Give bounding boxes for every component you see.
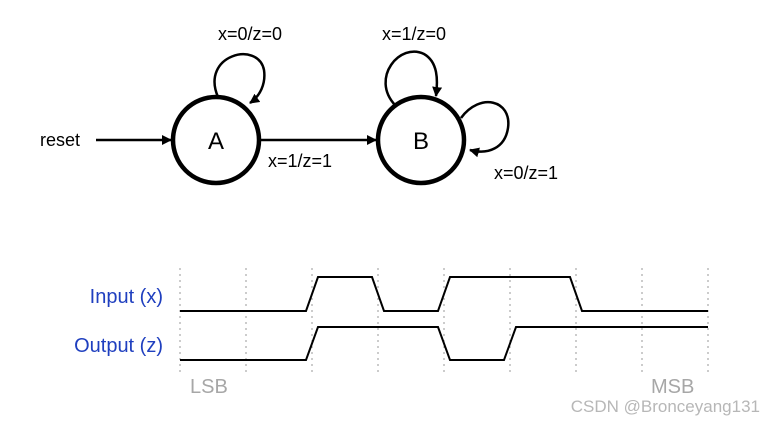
watermark: CSDN @Bronceyang131: [571, 397, 760, 416]
signal-label-input: Input (x): [90, 286, 163, 308]
transition-a-to-b-label: x=1/z=1: [268, 151, 332, 171]
transition-b-self-loop-top: [384, 50, 443, 106]
signal-label-output: Output (z): [74, 335, 163, 357]
state-b-circle: [375, 94, 467, 186]
waveforms: [180, 276, 708, 361]
transition-b-self-loop-right: [459, 100, 510, 158]
timing-diagram: Input (x) Output (z) LSB MSB: [74, 268, 709, 398]
state-b-label: B: [413, 128, 429, 155]
timing-grid: [179, 268, 709, 372]
input-waveform: [180, 276, 708, 312]
transition-a-self-label: x=0/z=0: [218, 24, 282, 44]
transition-b-self-label-top: x=1/z=0: [382, 24, 446, 44]
state-diagram: reset A B x=1/z=1 x=0/z=0 x=1/z=0 x=0/z=…: [40, 24, 558, 186]
reset-label: reset: [40, 130, 80, 150]
msb-label: MSB: [651, 376, 694, 398]
output-waveform: [180, 326, 708, 361]
state-a-label: A: [208, 128, 224, 155]
transition-b-self-label-right: x=0/z=1: [494, 163, 558, 183]
transition-a-self-loop: [213, 53, 266, 105]
lsb-label: LSB: [190, 376, 228, 398]
